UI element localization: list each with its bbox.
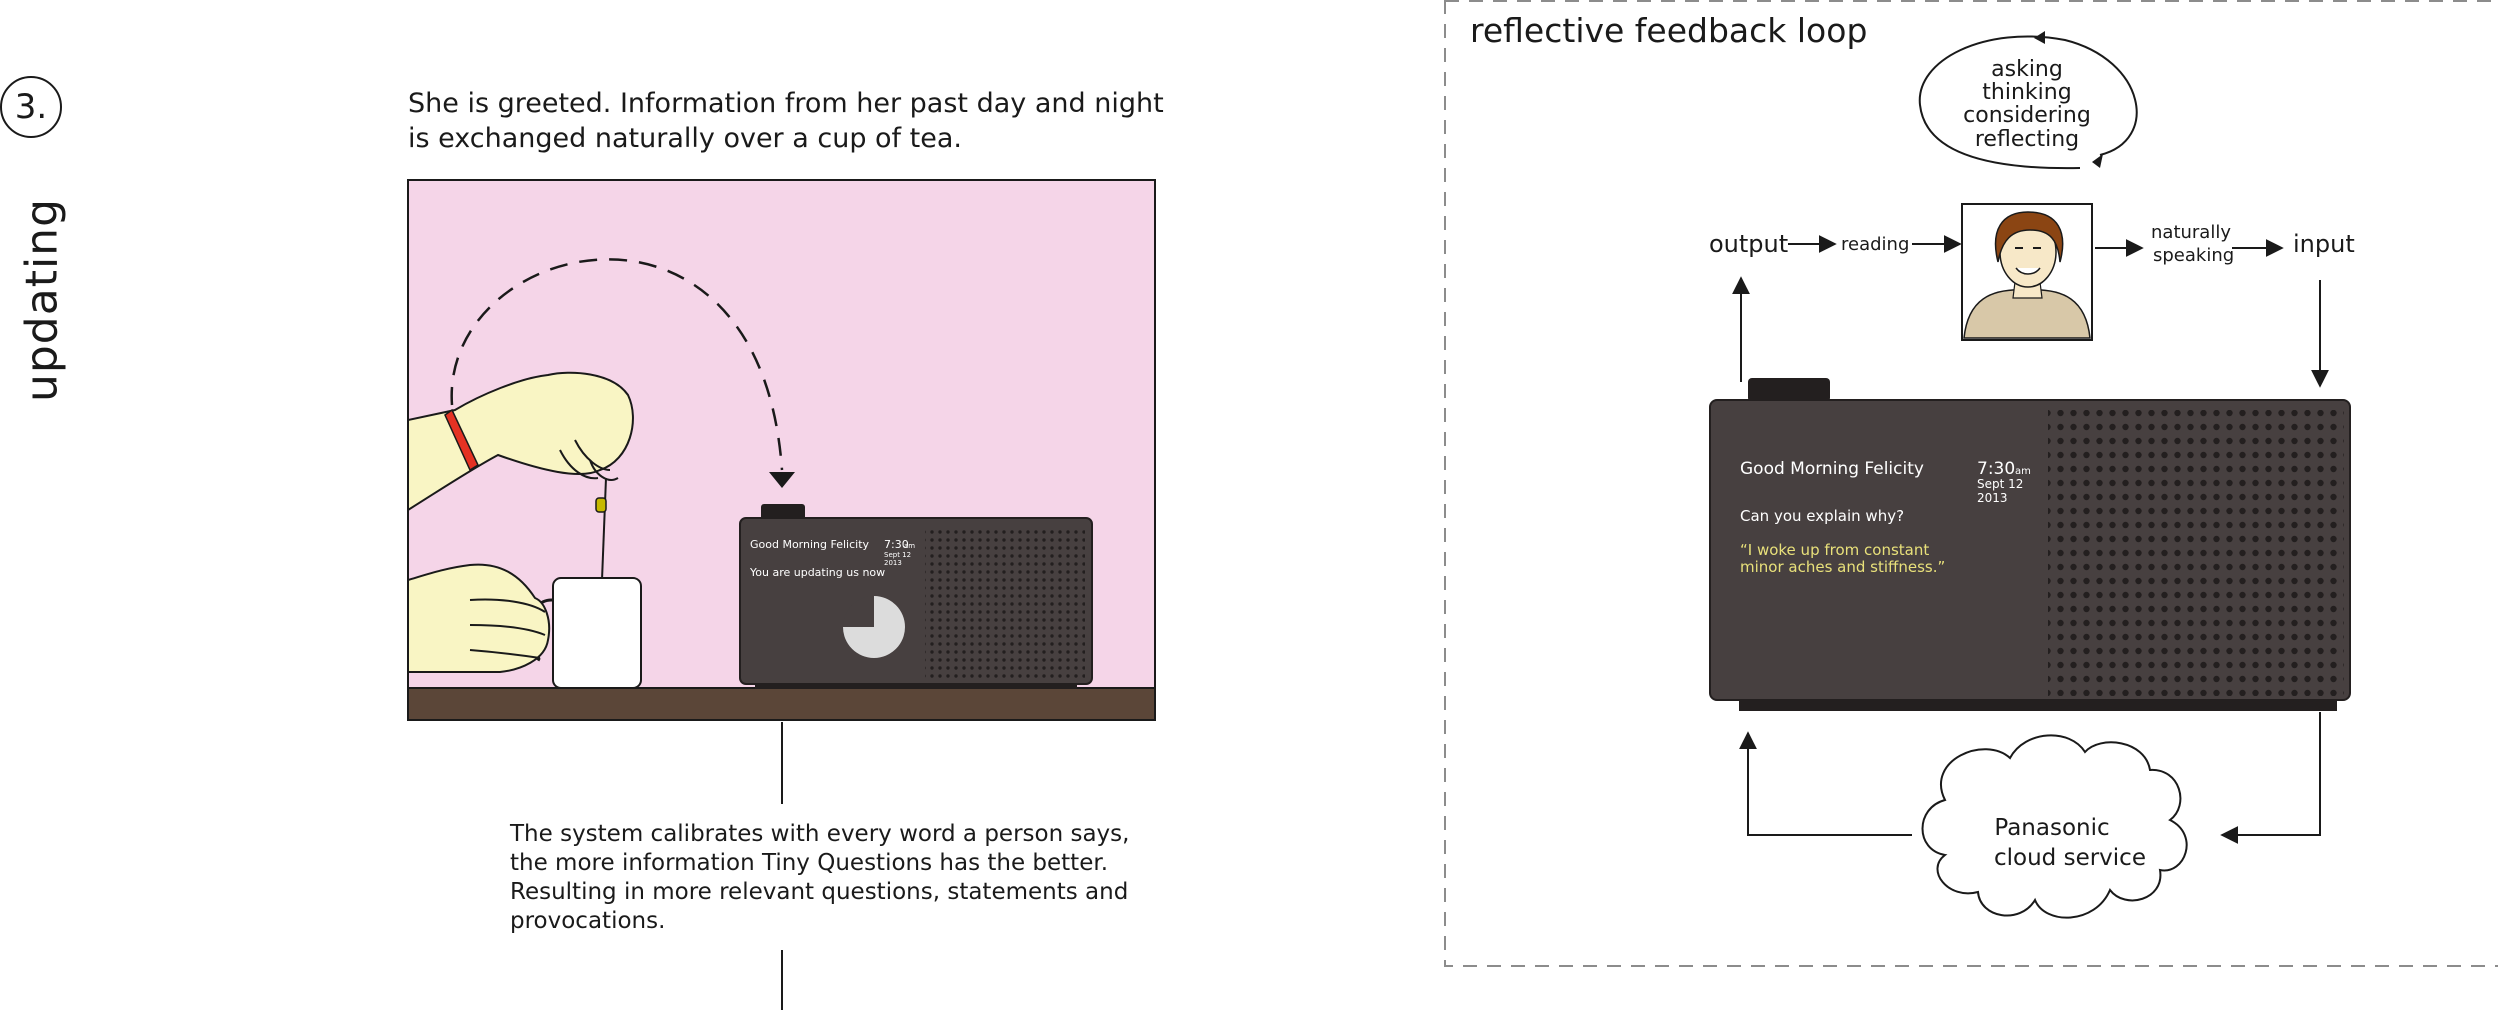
loop-device-ampm: am: [2015, 466, 2031, 477]
intro-caption: She is greeted. Information from her pas…: [408, 88, 1164, 154]
calibration-caption: The system calibrates with every word a …: [510, 821, 1130, 934]
portrait-hair: [1994, 211, 2064, 263]
cycle-word-thinking: thinking: [1982, 80, 2071, 105]
speaking-line2: speaking: [2153, 245, 2234, 266]
scene-device-greeting: Good Morning Felicity: [750, 538, 870, 551]
cloud-line2: cloud service: [1994, 845, 2146, 871]
reading-label: reading: [1841, 234, 1909, 255]
loop-device-answer-line2: minor aches and stiffness.”: [1740, 558, 1945, 576]
output-label: output: [1709, 230, 1788, 258]
person-portrait: [1961, 203, 2093, 341]
scene-device-time: 7:30: [884, 538, 909, 551]
tea-string: [601, 477, 607, 581]
cycle-word-considering: considering: [1963, 103, 2091, 128]
panel-border: [1444, 0, 2498, 967]
scene-device-status: You are updating us now: [749, 566, 885, 579]
cloud-line1: Panasonic: [1994, 815, 2109, 841]
speaking-line1: naturally: [2151, 222, 2231, 243]
scene-device-date-line1: Sept 12: [884, 551, 911, 559]
hand-lower: [407, 563, 551, 673]
scene-table: [407, 687, 1156, 721]
cycle-word-asking: asking: [1991, 57, 2063, 82]
feedback-loop-panel: reflective feedback loop asking thinking…: [1444, 0, 2498, 967]
loop-device-date-line1: Sept 12: [1977, 477, 2023, 491]
cloud-shape: [1921, 734, 2188, 919]
arrow-cloud-to-device: [1739, 731, 1912, 836]
hand-upper: [407, 371, 634, 512]
loop-device-date-line2: 2013: [1977, 491, 2008, 505]
tea-tag: [595, 497, 607, 513]
scene-device-date-line2: 2013: [884, 559, 902, 567]
dip-motion-arc: [450, 258, 784, 471]
loop-device: Good Morning Felicity 7:30 am Sept 12 20…: [1709, 378, 2351, 711]
wristband: [444, 408, 479, 472]
cycle-ellipse: [1918, 35, 2138, 170]
loop-title: reflective feedback loop: [1470, 11, 1867, 50]
scene-device: Good Morning Felicity 7:30 am Sept 12 20…: [739, 504, 1093, 689]
mug: [552, 577, 642, 689]
progress-wedge: [843, 596, 905, 658]
loop-device-answer-line1: “I woke up from constant: [1740, 541, 1929, 559]
scene-device-ampm: am: [904, 542, 915, 550]
step-number-badge: 3.: [0, 76, 62, 138]
loop-device-time: 7:30: [1977, 459, 2015, 479]
input-label: input: [2293, 230, 2355, 258]
loop-device-greeting: Good Morning Felicity: [1740, 459, 1924, 479]
loop-device-question: Can you explain why?: [1740, 507, 1904, 525]
arrow-device-to-cloud: [2220, 712, 2321, 844]
tea-scene-illustration: Good Morning Felicity 7:30 am Sept 12 20…: [407, 179, 1156, 721]
cycle-word-reflecting: reflecting: [1975, 127, 2079, 152]
dip-arrowhead: [769, 472, 795, 488]
